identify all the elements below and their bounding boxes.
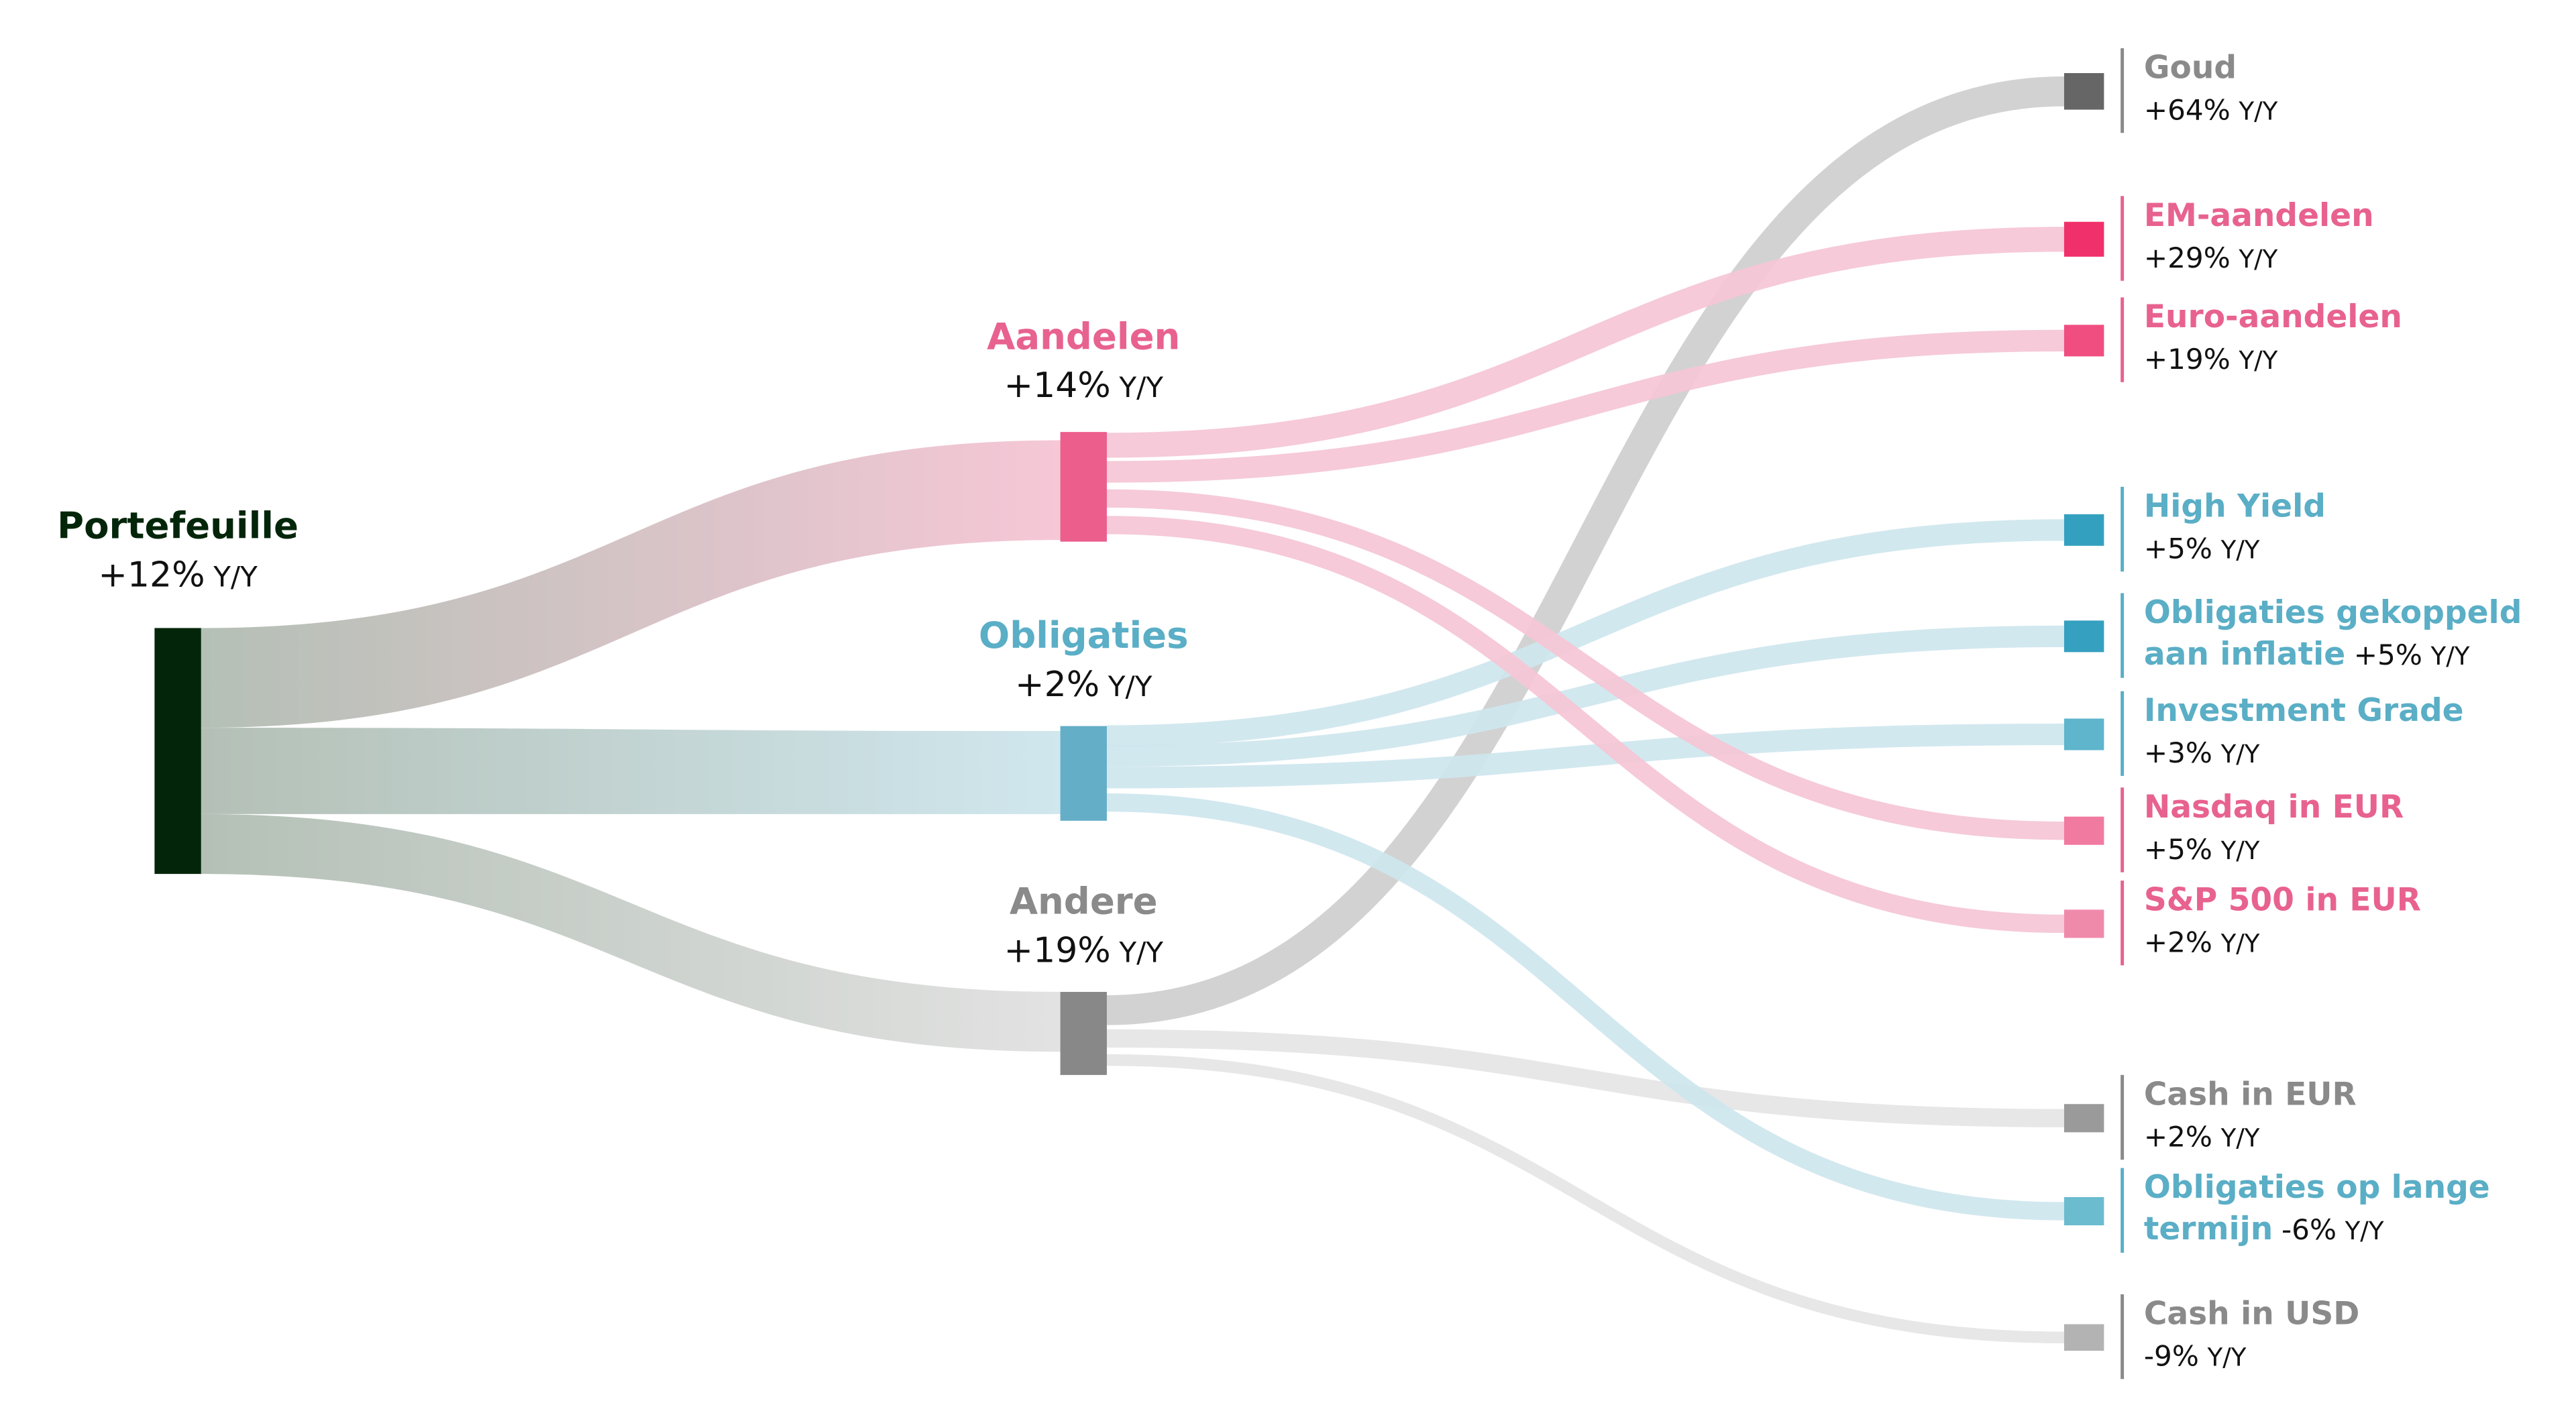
node-label-portefeuille: Portefeuille +12% Y/Y	[11, 505, 343, 598]
flow-andere-cashusd	[1106, 1054, 2064, 1343]
leaf-change: +2%	[2143, 927, 2212, 960]
leaf-name: Obligaties op lange termijn	[2143, 1170, 2490, 1248]
node-lang	[2063, 1196, 2104, 1226]
node-change: +14%	[1004, 366, 1111, 406]
leaf-label-hy: High Yield +5% Y/Y	[2121, 486, 2576, 572]
leaf-change: +19%	[2143, 343, 2231, 378]
leaf-name: Obligaties gekoppeld aan inflatie	[2143, 594, 2522, 673]
flow-obligaties-hy	[1106, 519, 2064, 747]
leaf-change: +3%	[2143, 737, 2212, 771]
leaf-label-goud: Goud +64% Y/Y	[2121, 48, 2576, 133]
node-change: +19%	[1004, 930, 1111, 970]
leaf-change: -6%	[2281, 1214, 2337, 1248]
node-portefeuille	[154, 628, 201, 875]
flow-portefeuille-obligaties	[201, 728, 1061, 814]
leaf-unit: Y/Y	[2220, 836, 2260, 866]
leaf-name: High Yield	[2143, 488, 2326, 525]
node-label-andere: Andere +19% Y/Y	[918, 881, 1250, 974]
leaf-label-cashusd: Cash in USD -9% Y/Y	[2121, 1294, 2576, 1380]
leaf-name: Nasdaq in EUR	[2143, 789, 2404, 826]
flow-aandelen-sp	[1106, 516, 2064, 934]
node-cashusd	[2063, 1324, 2104, 1351]
leaf-change: +5%	[2143, 533, 2212, 567]
leaf-unit: Y/Y	[2220, 1123, 2260, 1154]
node-unit: Y/Y	[1119, 937, 1164, 970]
leaf-unit: Y/Y	[2220, 739, 2260, 770]
leaf-name: Cash in USD	[2143, 1296, 2360, 1333]
flow-portefeuille-aandelen	[201, 440, 1061, 728]
leaf-unit: Y/Y	[2345, 1216, 2384, 1247]
leaf-unit: Y/Y	[2239, 96, 2278, 127]
leaf-change: +64%	[2143, 95, 2231, 128]
flow-obligaties-ig	[1106, 723, 2064, 789]
node-change: +12%	[98, 555, 205, 595]
flow-aandelen-euro	[1106, 329, 2064, 483]
node-label-aandelen: Aandelen +14% Y/Y	[918, 316, 1250, 409]
node-goud	[2063, 73, 2104, 110]
flow-obligaties-lang	[1106, 793, 2064, 1221]
leaf-label-infl: Obligaties gekoppeld aan inflatie +5% Y/…	[2121, 593, 2526, 678]
leaf-change: +29%	[2143, 242, 2231, 276]
leaf-change: +2%	[2143, 1121, 2212, 1155]
node-sp	[2063, 909, 2104, 938]
leaf-label-sp: S&P 500 in EUR +2% Y/Y	[2121, 881, 2576, 966]
node-unit: Y/Y	[1108, 671, 1152, 705]
node-name: Portefeuille	[57, 506, 299, 549]
leaf-label-ig: Investment Grade +3% Y/Y	[2121, 691, 2576, 776]
leaf-label-lang: Obligaties op lange termijn -6% Y/Y	[2121, 1168, 2526, 1253]
leaf-unit: Y/Y	[2239, 345, 2278, 376]
node-name: Obligaties	[978, 616, 1189, 659]
leaf-label-casheur: Cash in EUR +2% Y/Y	[2121, 1074, 2576, 1160]
flow-portefeuille-andere	[201, 813, 1061, 1052]
node-euro	[2063, 325, 2104, 357]
leaf-name: Cash in EUR	[2143, 1076, 2357, 1113]
leaf-label-nasdaq: Nasdaq in EUR +5% Y/Y	[2121, 787, 2576, 873]
flow-andere-goud	[1106, 76, 2064, 1025]
node-em	[2063, 221, 2104, 257]
node-casheur	[2063, 1104, 2104, 1133]
leaf-change: -9%	[2143, 1341, 2199, 1374]
node-andere	[1060, 992, 1107, 1075]
flow-aandelen-em	[1106, 227, 2064, 458]
node-unit: Y/Y	[213, 561, 258, 595]
leaf-unit: Y/Y	[2220, 928, 2260, 959]
leaf-name: Goud	[2143, 50, 2237, 87]
leaf-name: EM-aandelen	[2143, 197, 2374, 235]
node-label-obligaties: Obligaties +2% Y/Y	[918, 615, 1250, 708]
leaf-label-em: EM-aandelen +29% Y/Y	[2121, 196, 2576, 281]
flow-aandelen-nasdaq	[1106, 489, 2064, 840]
node-infl	[2063, 620, 2104, 653]
node-unit: Y/Y	[1119, 372, 1164, 406]
node-name: Aandelen	[987, 317, 1181, 359]
leaf-unit: Y/Y	[2430, 641, 2470, 671]
leaf-name: Euro-aandelen	[2143, 298, 2402, 336]
flow-obligaties-infl	[1106, 625, 2064, 767]
node-name: Andere	[1009, 882, 1158, 924]
leaf-name: S&P 500 in EUR	[2143, 882, 2421, 919]
node-change: +2%	[1015, 664, 1100, 705]
node-hy	[2063, 514, 2104, 546]
leaf-unit: Y/Y	[2207, 1342, 2247, 1373]
leaf-name: Investment Grade	[2143, 693, 2464, 730]
leaf-unit: Y/Y	[2239, 244, 2278, 274]
node-obligaties	[1060, 726, 1107, 821]
leaf-label-euro: Euro-aandelen +19% Y/Y	[2121, 297, 2576, 382]
node-nasdaq	[2063, 816, 2104, 845]
leaf-change: +5%	[2353, 639, 2422, 673]
node-ig	[2063, 718, 2104, 750]
leaf-unit: Y/Y	[2220, 535, 2260, 565]
node-aandelen	[1060, 432, 1107, 542]
leaf-change: +5%	[2143, 834, 2212, 868]
flow-andere-casheur	[1106, 1029, 2064, 1127]
